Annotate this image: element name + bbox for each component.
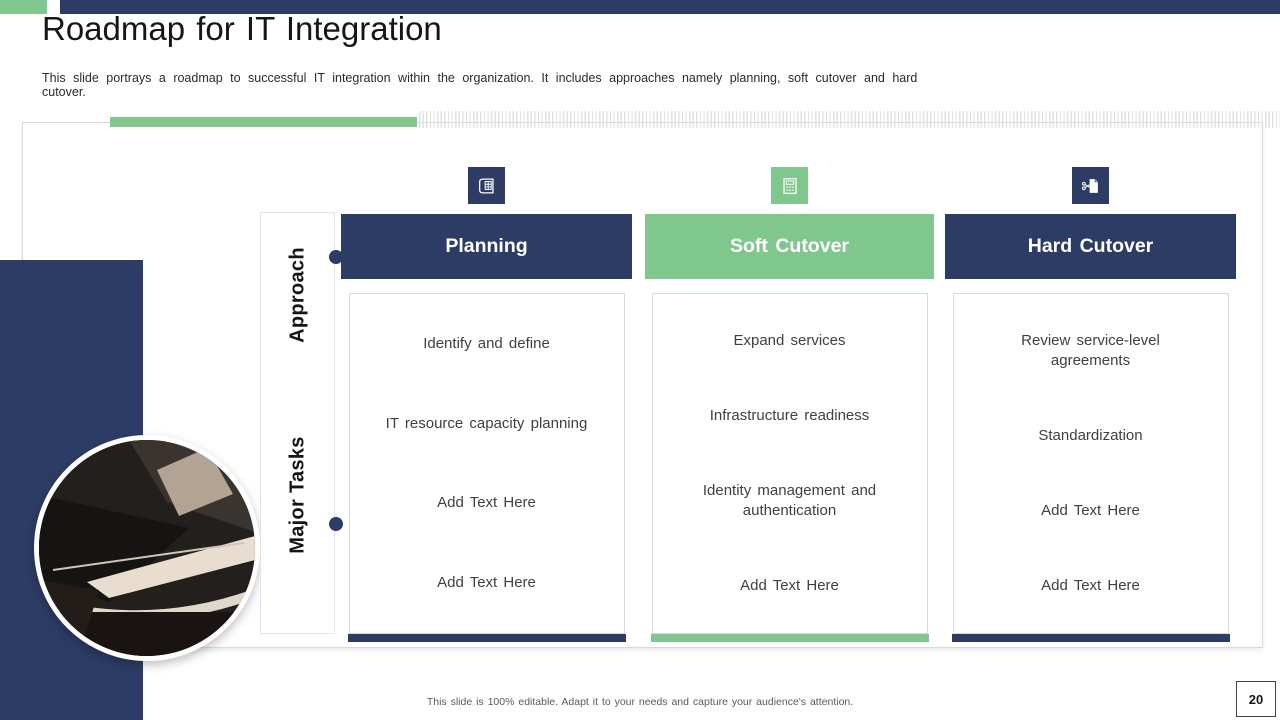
- task-placeholder[interactable]: Add Text Here: [437, 574, 536, 591]
- accent-underline-planning: [347, 634, 626, 642]
- tasks-box-hard-cutover: Review service-level agreements Standard…: [952, 293, 1229, 634]
- tasks-box-soft-cutover: Expand services Infrastructure readiness…: [651, 293, 928, 634]
- column-header-label: Hard Cutover: [1027, 235, 1154, 257]
- progress-accent-bar: [110, 117, 417, 127]
- connector-dot-approach: [329, 250, 343, 264]
- task-placeholder[interactable]: Add Text Here: [1041, 501, 1140, 519]
- laptop-photo-image: [39, 440, 255, 656]
- page-number-badge: 20: [1236, 681, 1276, 717]
- blueprint-icon: [468, 167, 505, 204]
- scissors-document-icon: [1072, 167, 1109, 204]
- column-planning: Planning Identify and define IT resource…: [341, 167, 632, 642]
- task-placeholder[interactable]: Add Text Here: [740, 576, 839, 594]
- task-item: Review service-level agreements: [1021, 332, 1160, 370]
- accent-underline-hard-cutover: [951, 634, 1230, 642]
- task-item: Expand services: [733, 332, 846, 350]
- slide-subtitle: This slide portrays a roadmap to success…: [42, 71, 918, 99]
- task-item: Identity management and authentication: [702, 481, 877, 519]
- row-label-major-tasks: Major Tasks: [286, 436, 308, 554]
- top-navy-bar: [60, 0, 1280, 14]
- calculator-icon: [771, 167, 808, 204]
- column-header-hard-cutover: Hard Cutover: [945, 214, 1236, 279]
- column-header-label: Planning: [445, 235, 528, 257]
- task-item: Infrastructure readiness: [709, 406, 870, 424]
- column-soft-cutover: Soft Cutover Expand services Infrastruct…: [645, 167, 934, 642]
- column-hard-cutover: Hard Cutover Review service-level agreem…: [945, 167, 1236, 642]
- editable-note: This slide is 100% editable. Adapt it to…: [426, 696, 854, 708]
- row-labels-panel: Approach Major Tasks: [260, 212, 335, 634]
- column-header-planning: Planning: [341, 214, 632, 279]
- dotted-ruler-pattern: [419, 111, 1280, 128]
- accent-underline-soft-cutover: [650, 634, 929, 642]
- page-title: Roadmap for IT Integration: [42, 10, 442, 47]
- tasks-box-planning: Identify and define IT resource capacity…: [348, 293, 625, 634]
- top-left-accent-bar: [0, 0, 47, 14]
- laptop-photo: [34, 435, 260, 661]
- column-header-label: Soft Cutover: [730, 235, 849, 257]
- task-placeholder[interactable]: Add Text Here: [437, 494, 536, 512]
- column-header-soft-cutover: Soft Cutover: [645, 214, 934, 279]
- task-item: Identify and define: [423, 334, 550, 352]
- connector-dot-major-tasks: [329, 517, 343, 531]
- task-item: Standardization: [1038, 427, 1143, 445]
- task-placeholder[interactable]: Add Text Here: [1041, 576, 1140, 594]
- task-item: IT resource capacity planning: [385, 414, 588, 432]
- row-label-approach: Approach: [286, 247, 308, 343]
